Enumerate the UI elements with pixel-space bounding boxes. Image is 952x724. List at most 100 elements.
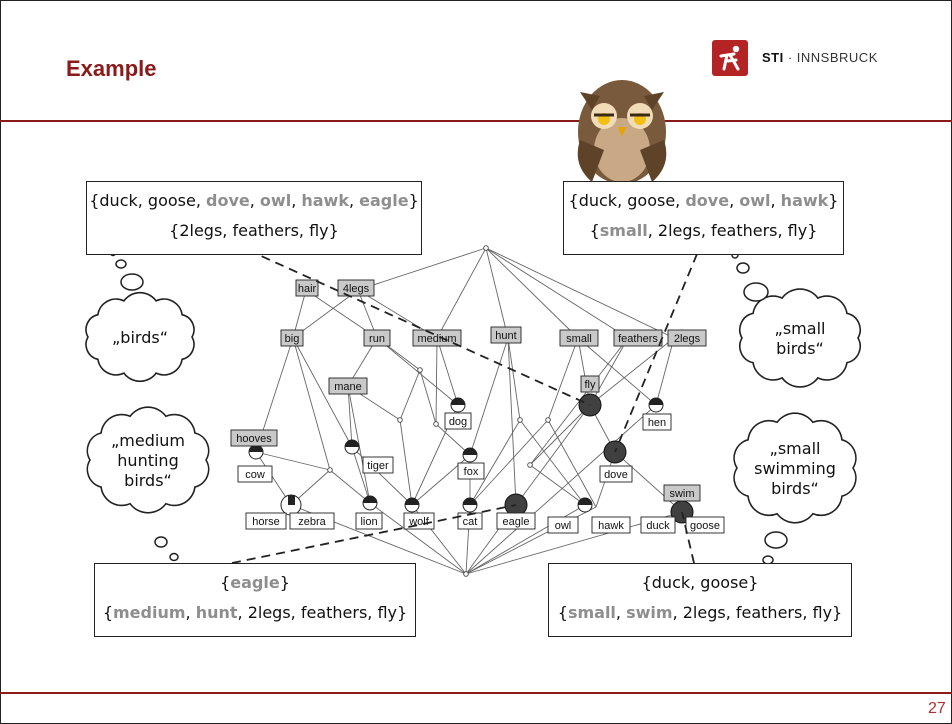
concept-node-fill xyxy=(249,445,263,452)
concept-node-fill xyxy=(345,440,359,447)
highlight-term: swim xyxy=(626,603,673,622)
dashed-connector xyxy=(247,249,591,406)
cloud-text: birds“ xyxy=(124,471,172,490)
owl-belly xyxy=(594,118,650,182)
attribute-label-box xyxy=(667,329,707,347)
highlight-term: hawk xyxy=(780,191,829,210)
object-label-box xyxy=(599,465,633,483)
cloud-text: swimming xyxy=(754,459,836,478)
plain-text: , xyxy=(770,191,781,210)
plain-text: , xyxy=(729,191,740,210)
lattice-node xyxy=(463,571,469,577)
highlight-term: eagle xyxy=(230,573,280,592)
attribute-label-box xyxy=(412,329,462,347)
plain-text: } xyxy=(279,573,290,592)
object-label: dog xyxy=(449,416,467,428)
lattice-edge xyxy=(292,337,331,471)
object-label-box xyxy=(457,512,483,530)
lattice-edge xyxy=(351,446,413,506)
highlighted-concepts xyxy=(504,393,694,524)
sti-logo-mark xyxy=(712,40,748,76)
highlight-term: dove xyxy=(685,191,730,210)
plain-text: , 2legs, feathers, fly} xyxy=(672,603,843,622)
lattice-edge xyxy=(292,289,359,339)
lattice-edge xyxy=(547,337,579,421)
lattice-edge xyxy=(469,337,509,456)
intent-line: {2legs, feathers, fly} xyxy=(87,216,421,246)
lattice-edge xyxy=(376,337,459,406)
intent-line: {small, 2legs, feathers, fly} xyxy=(564,216,843,246)
highlight-term: owl xyxy=(259,191,292,210)
lattice-edge xyxy=(347,385,353,448)
lattice-edge xyxy=(529,337,629,466)
plain-text: , 2legs, feathers, fly} xyxy=(237,603,408,622)
lattice-edge xyxy=(351,446,371,504)
lattice-node xyxy=(527,462,533,468)
cloud-text: hunting xyxy=(117,451,178,470)
highlight-term: eagle xyxy=(359,191,409,210)
lattice-edge xyxy=(577,337,657,406)
object-label: eagle xyxy=(503,516,530,528)
lattice-edge xyxy=(436,247,487,339)
object-label-box xyxy=(362,456,394,474)
lattice-edge xyxy=(655,337,675,406)
object-label-box xyxy=(640,516,676,534)
object-label-box xyxy=(457,462,485,480)
attribute-label-box xyxy=(230,429,278,447)
lattice-edge xyxy=(369,502,467,575)
highlight-term: owl xyxy=(739,191,771,210)
attribute-label-box xyxy=(663,484,701,502)
highlight-term: small xyxy=(567,603,616,622)
dashed-connector xyxy=(231,504,517,564)
object-label-box xyxy=(591,516,631,534)
concept-node-fill xyxy=(288,495,295,505)
object-label: lion xyxy=(360,516,377,528)
plain-text: , xyxy=(615,603,627,622)
plain-text: } xyxy=(828,191,839,210)
attribute-label-box xyxy=(328,377,368,395)
extent-line: {duck, goose, dove, owl, hawk} xyxy=(564,186,843,216)
cloud-shape xyxy=(85,291,195,383)
lattice-edge xyxy=(411,454,471,506)
lattice-edge xyxy=(435,337,438,425)
concept-node-fill xyxy=(578,498,592,505)
highlight-term: hunt xyxy=(195,603,238,622)
concept-node-fill xyxy=(363,496,377,503)
cloud-shape xyxy=(739,288,861,388)
lattice-node xyxy=(417,367,423,373)
lattice-node xyxy=(545,417,551,423)
lattice-edge xyxy=(357,247,487,291)
attribute-label: medium xyxy=(417,333,456,345)
attribute-label-box xyxy=(280,329,304,347)
lattice-node xyxy=(433,421,439,427)
lattice-edge xyxy=(614,451,683,513)
slide-title: Example xyxy=(66,56,157,81)
object-label: hawk xyxy=(598,520,624,532)
header-rule xyxy=(0,120,952,122)
thought-bubble xyxy=(743,282,769,302)
concept-node-fill xyxy=(463,448,477,455)
attribute-label: swim xyxy=(669,488,694,500)
object-label: horse xyxy=(252,516,280,528)
lattice-edge xyxy=(515,404,591,506)
object-label: dove xyxy=(604,469,628,481)
lattice-edge xyxy=(519,419,586,506)
attribute-label: run xyxy=(369,333,385,345)
attribute-label: hair xyxy=(298,283,317,295)
owl-ear-right xyxy=(644,92,664,110)
attribute-label: mane xyxy=(334,381,362,393)
lattice-edge xyxy=(255,451,292,506)
attribute-label: hooves xyxy=(236,433,272,445)
plain-text: { xyxy=(589,221,600,240)
attribute-label-box xyxy=(559,329,599,347)
lattice-node xyxy=(397,417,403,423)
thought-bubble xyxy=(115,259,127,269)
lattice-edge xyxy=(589,337,629,406)
object-label: fox xyxy=(464,466,479,478)
lattice-node xyxy=(517,417,523,423)
thought-clouds: „birds“„mediumhuntingbirds“„smallbirds“„… xyxy=(85,249,861,581)
plain-text: , xyxy=(185,603,196,622)
